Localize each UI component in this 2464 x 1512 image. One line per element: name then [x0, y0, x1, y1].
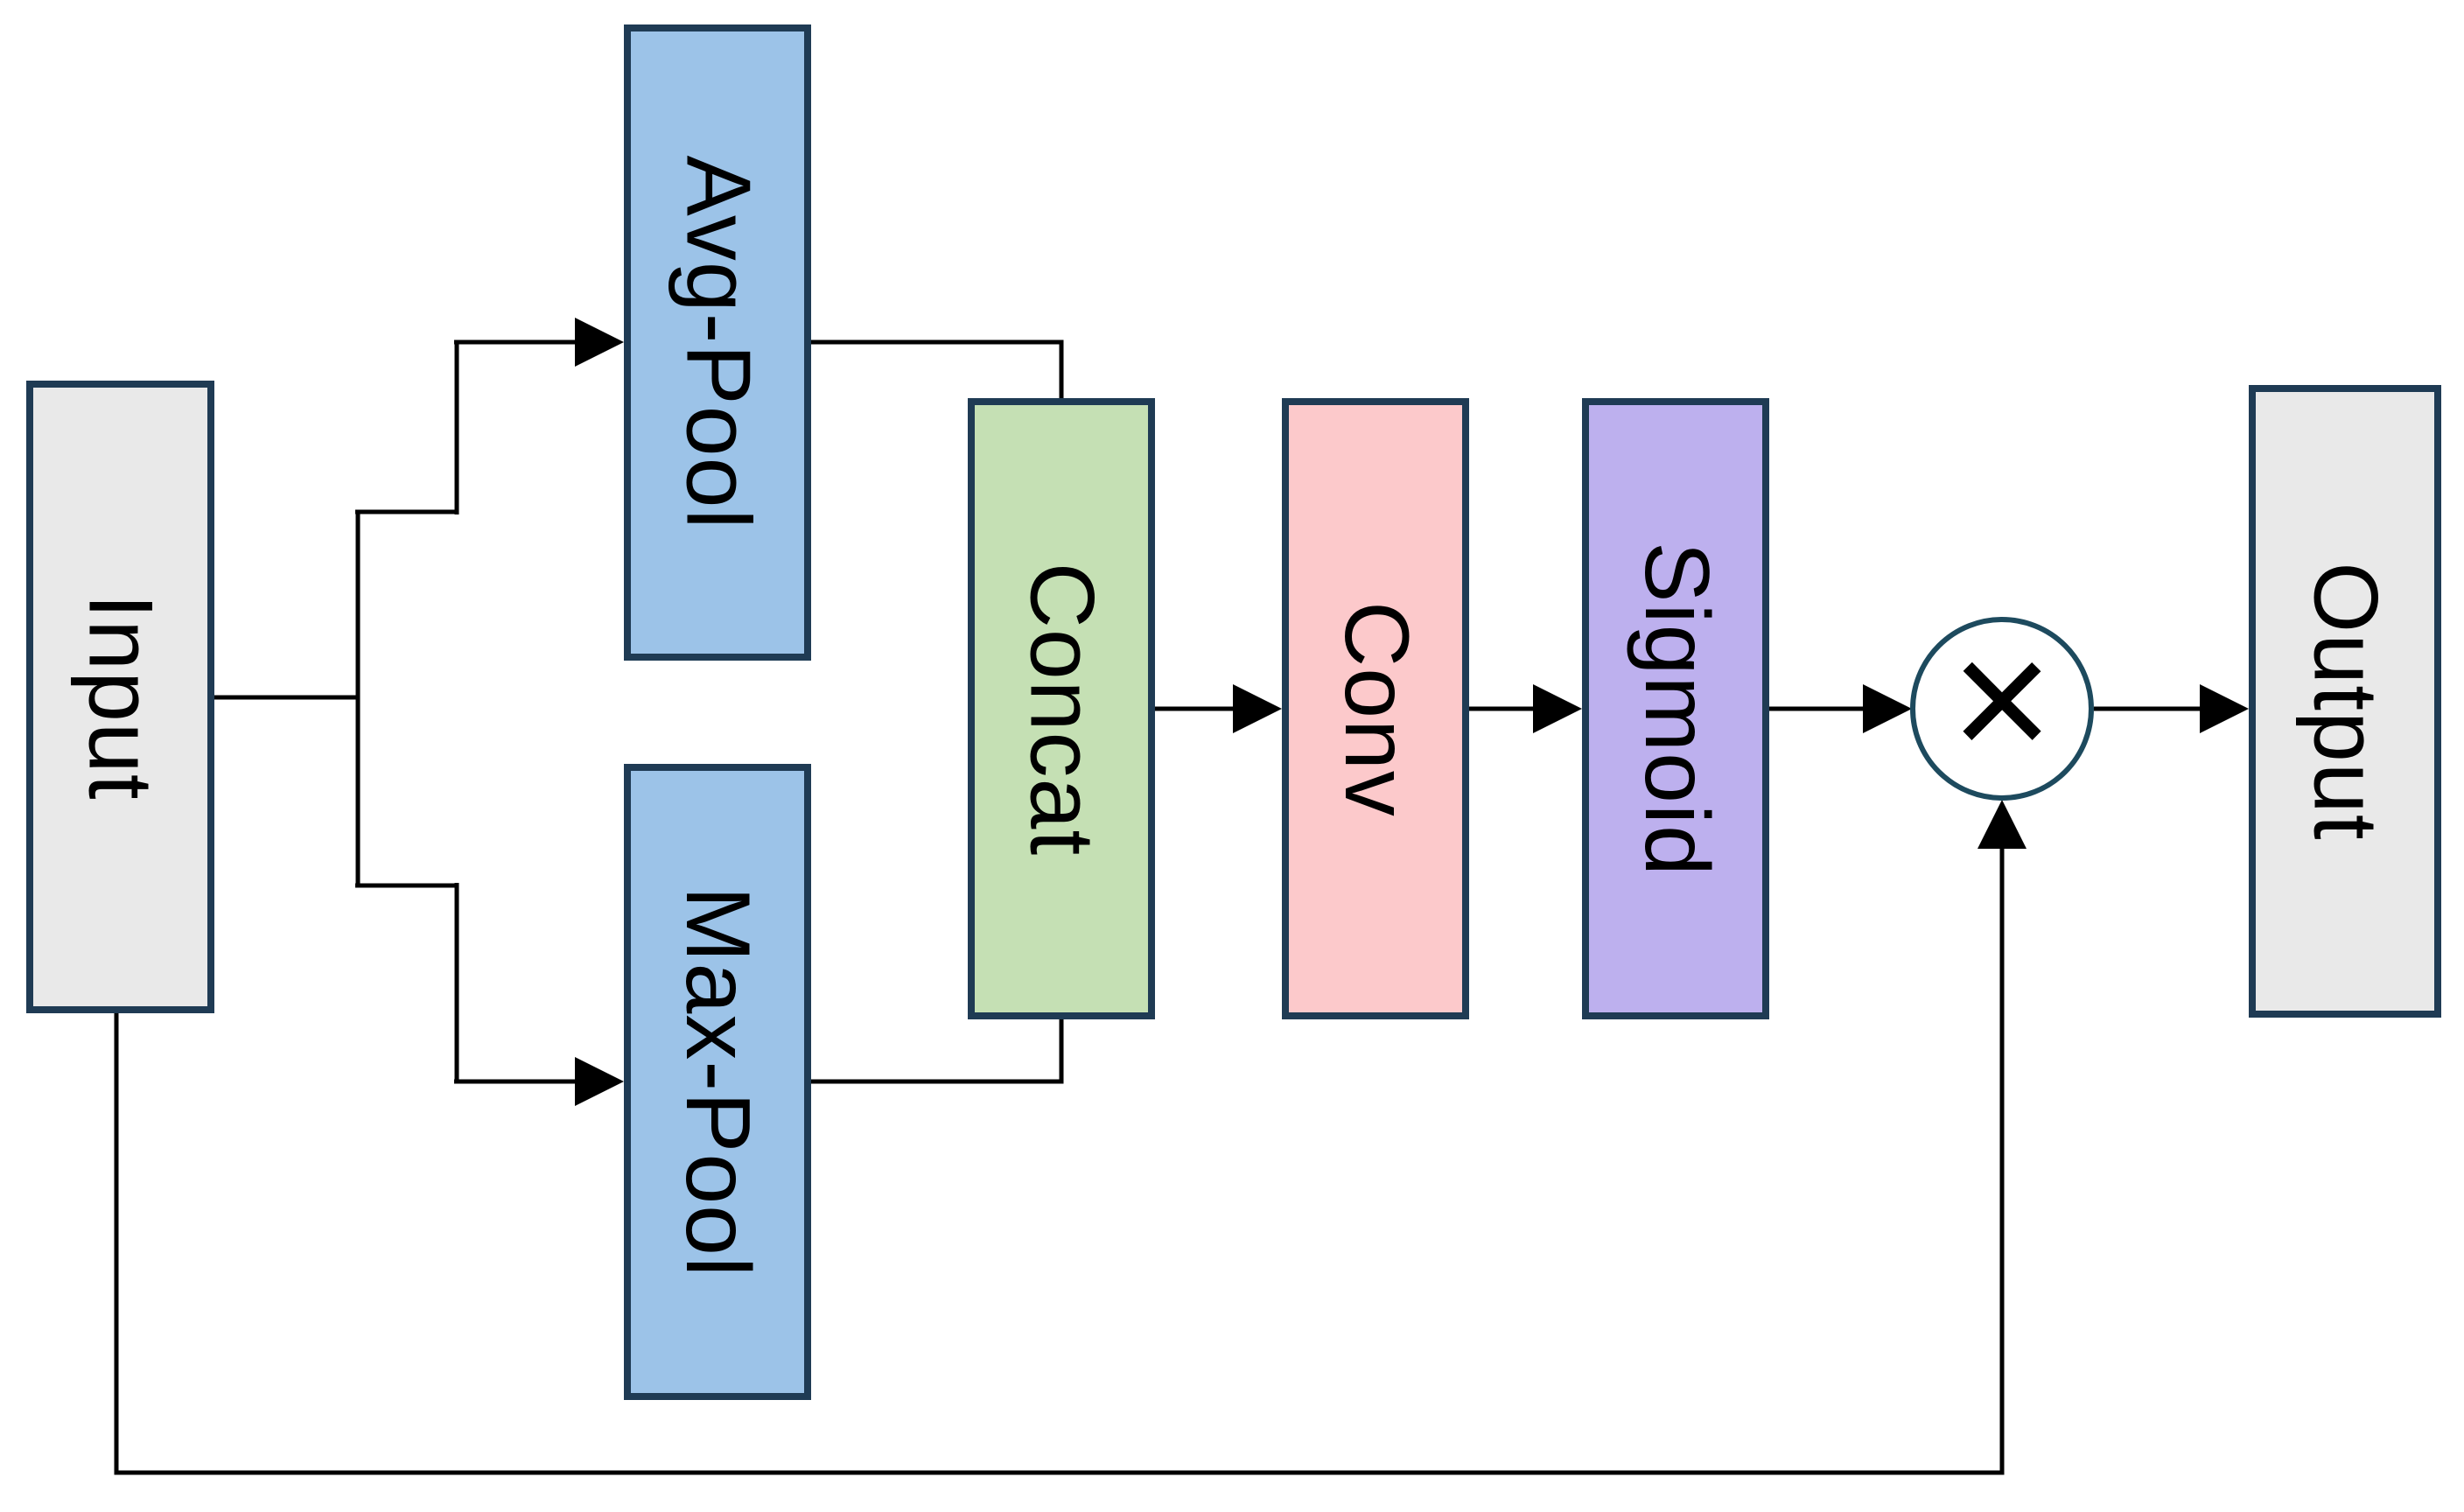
arrowhead: [575, 1057, 624, 1106]
edge-input-to-branch: [214, 512, 360, 886]
arrowhead: [1978, 800, 2026, 849]
edge-input-skip-to-multiply: [114, 800, 2026, 1475]
node-output: Output: [2249, 385, 2441, 1018]
node-max-pool-label: Max-Pool: [667, 886, 769, 1278]
edge-conv-to-sigmoid: [1469, 684, 1582, 733]
node-concat: Concat: [968, 398, 1155, 1019]
arrowhead: [1533, 684, 1582, 733]
arrowhead: [575, 318, 624, 367]
node-avg-pool-label: Avg-Pool: [667, 155, 769, 530]
node-multiply: ×: [1910, 612, 2094, 801]
arrowhead: [1233, 684, 1282, 733]
edge-input-to-avgpool: [355, 318, 624, 514]
multiply-icon: ×: [1950, 602, 2054, 797]
node-sigmoid: Sigmoid: [1582, 398, 1769, 1019]
arrowhead: [1863, 684, 1912, 733]
node-concat-label: Concat: [1011, 562, 1113, 856]
edge-maxpool-to-concat: [811, 1017, 1064, 1084]
edge-concat-to-conv: [1155, 684, 1282, 733]
edge-avgpool-to-concat: [811, 340, 1064, 401]
node-conv: Conv: [1282, 398, 1469, 1019]
edge-input-to-maxpool: [355, 883, 624, 1106]
node-max-pool: Max-Pool: [624, 764, 811, 1400]
node-sigmoid-label: Sigmoid: [1625, 541, 1727, 877]
node-output-label: Output: [2294, 562, 2397, 841]
node-input: Input: [26, 381, 214, 1013]
node-input-label: Input: [70, 593, 172, 801]
edge-multiply-to-output: [2094, 684, 2249, 733]
node-avg-pool: Avg-Pool: [624, 24, 811, 661]
edge-sigmoid-to-multiply: [1769, 684, 1912, 733]
arrowhead: [2200, 684, 2249, 733]
node-conv-label: Conv: [1325, 600, 1427, 817]
